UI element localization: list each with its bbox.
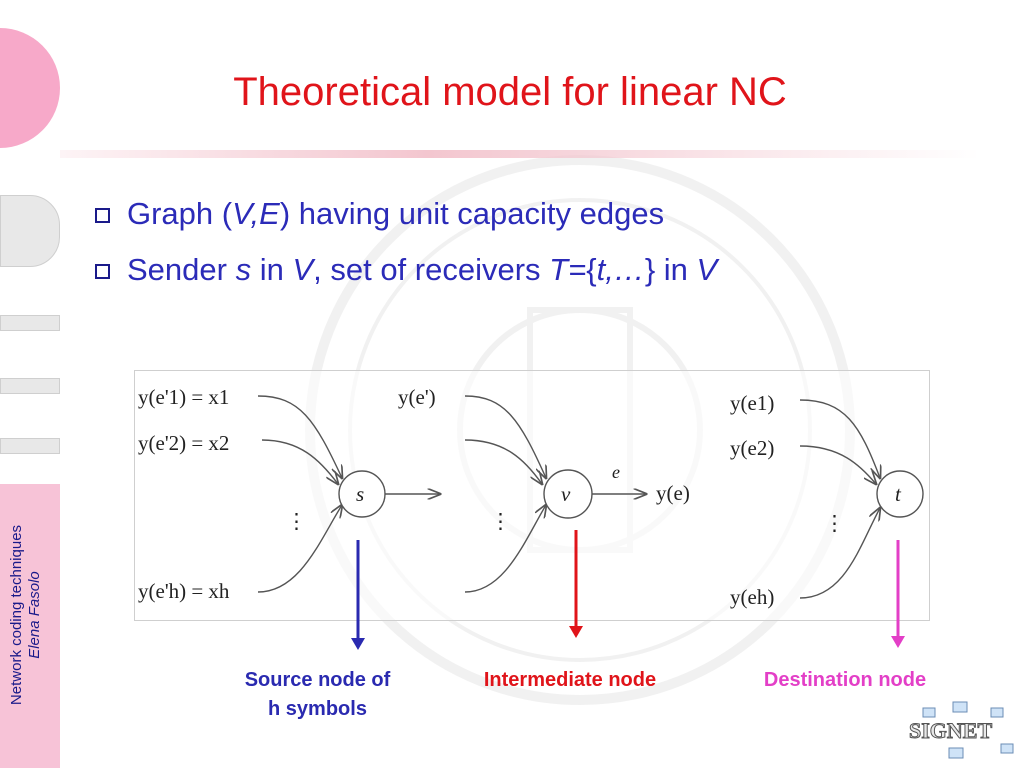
s-input-label: y(e'2) = x2 [138,431,229,455]
checkbox-bullet-icon [95,264,110,279]
left-pink-strip [0,484,60,768]
ellipsis: ⋮ [824,511,845,535]
diagram-frame [134,370,930,621]
bullet-list: Graph (V,E) having unit capacity edges S… [95,190,717,302]
deco-block [0,438,60,454]
left-decoration: Network coding techniques Elena Fasolo [0,0,60,768]
source-caption: Source node of h symbols [244,669,391,720]
intermediate-arrow [569,530,583,638]
bullet-item: Graph (V,E) having unit capacity edges [95,190,717,246]
title-divider [60,150,980,158]
deco-block [0,195,60,267]
node-t-label: t [895,482,902,506]
t-input-label: y(e1) [730,391,774,415]
slide-title: Theoretical model for linear NC [233,70,787,114]
node-v-label: v [561,482,571,506]
bullet-item: Sender s in V, set of receivers T={t,…} … [95,246,717,302]
s-input-label: y(e'h) = xh [138,579,230,603]
node-t: t [876,470,924,518]
t-input-label: y(e2) [730,436,774,460]
v-output-label: y(e) [656,481,690,505]
checkbox-bullet-icon [95,208,110,223]
ellipsis: ⋮ [286,509,307,533]
svg-text:SIGNET: SIGNET [909,718,992,743]
edge-label: e [612,462,620,482]
deco-block [0,378,60,394]
source-arrow [351,540,365,650]
s-input-label: y(e'1) = x1 [138,385,229,409]
deco-block [0,315,60,331]
destination-caption: Destination node [763,669,927,691]
v-input-label: y(e') [398,385,436,409]
signet-logo: SIGNET [909,701,1014,759]
ellipsis: ⋮ [490,509,511,533]
destination-arrow [891,540,905,648]
node-s-label: s [356,482,364,506]
t-input-label: y(eh) [730,585,774,609]
node-s: s [338,470,386,518]
intermediate-caption: Intermediate node [483,669,657,691]
node-v: v [543,469,593,519]
